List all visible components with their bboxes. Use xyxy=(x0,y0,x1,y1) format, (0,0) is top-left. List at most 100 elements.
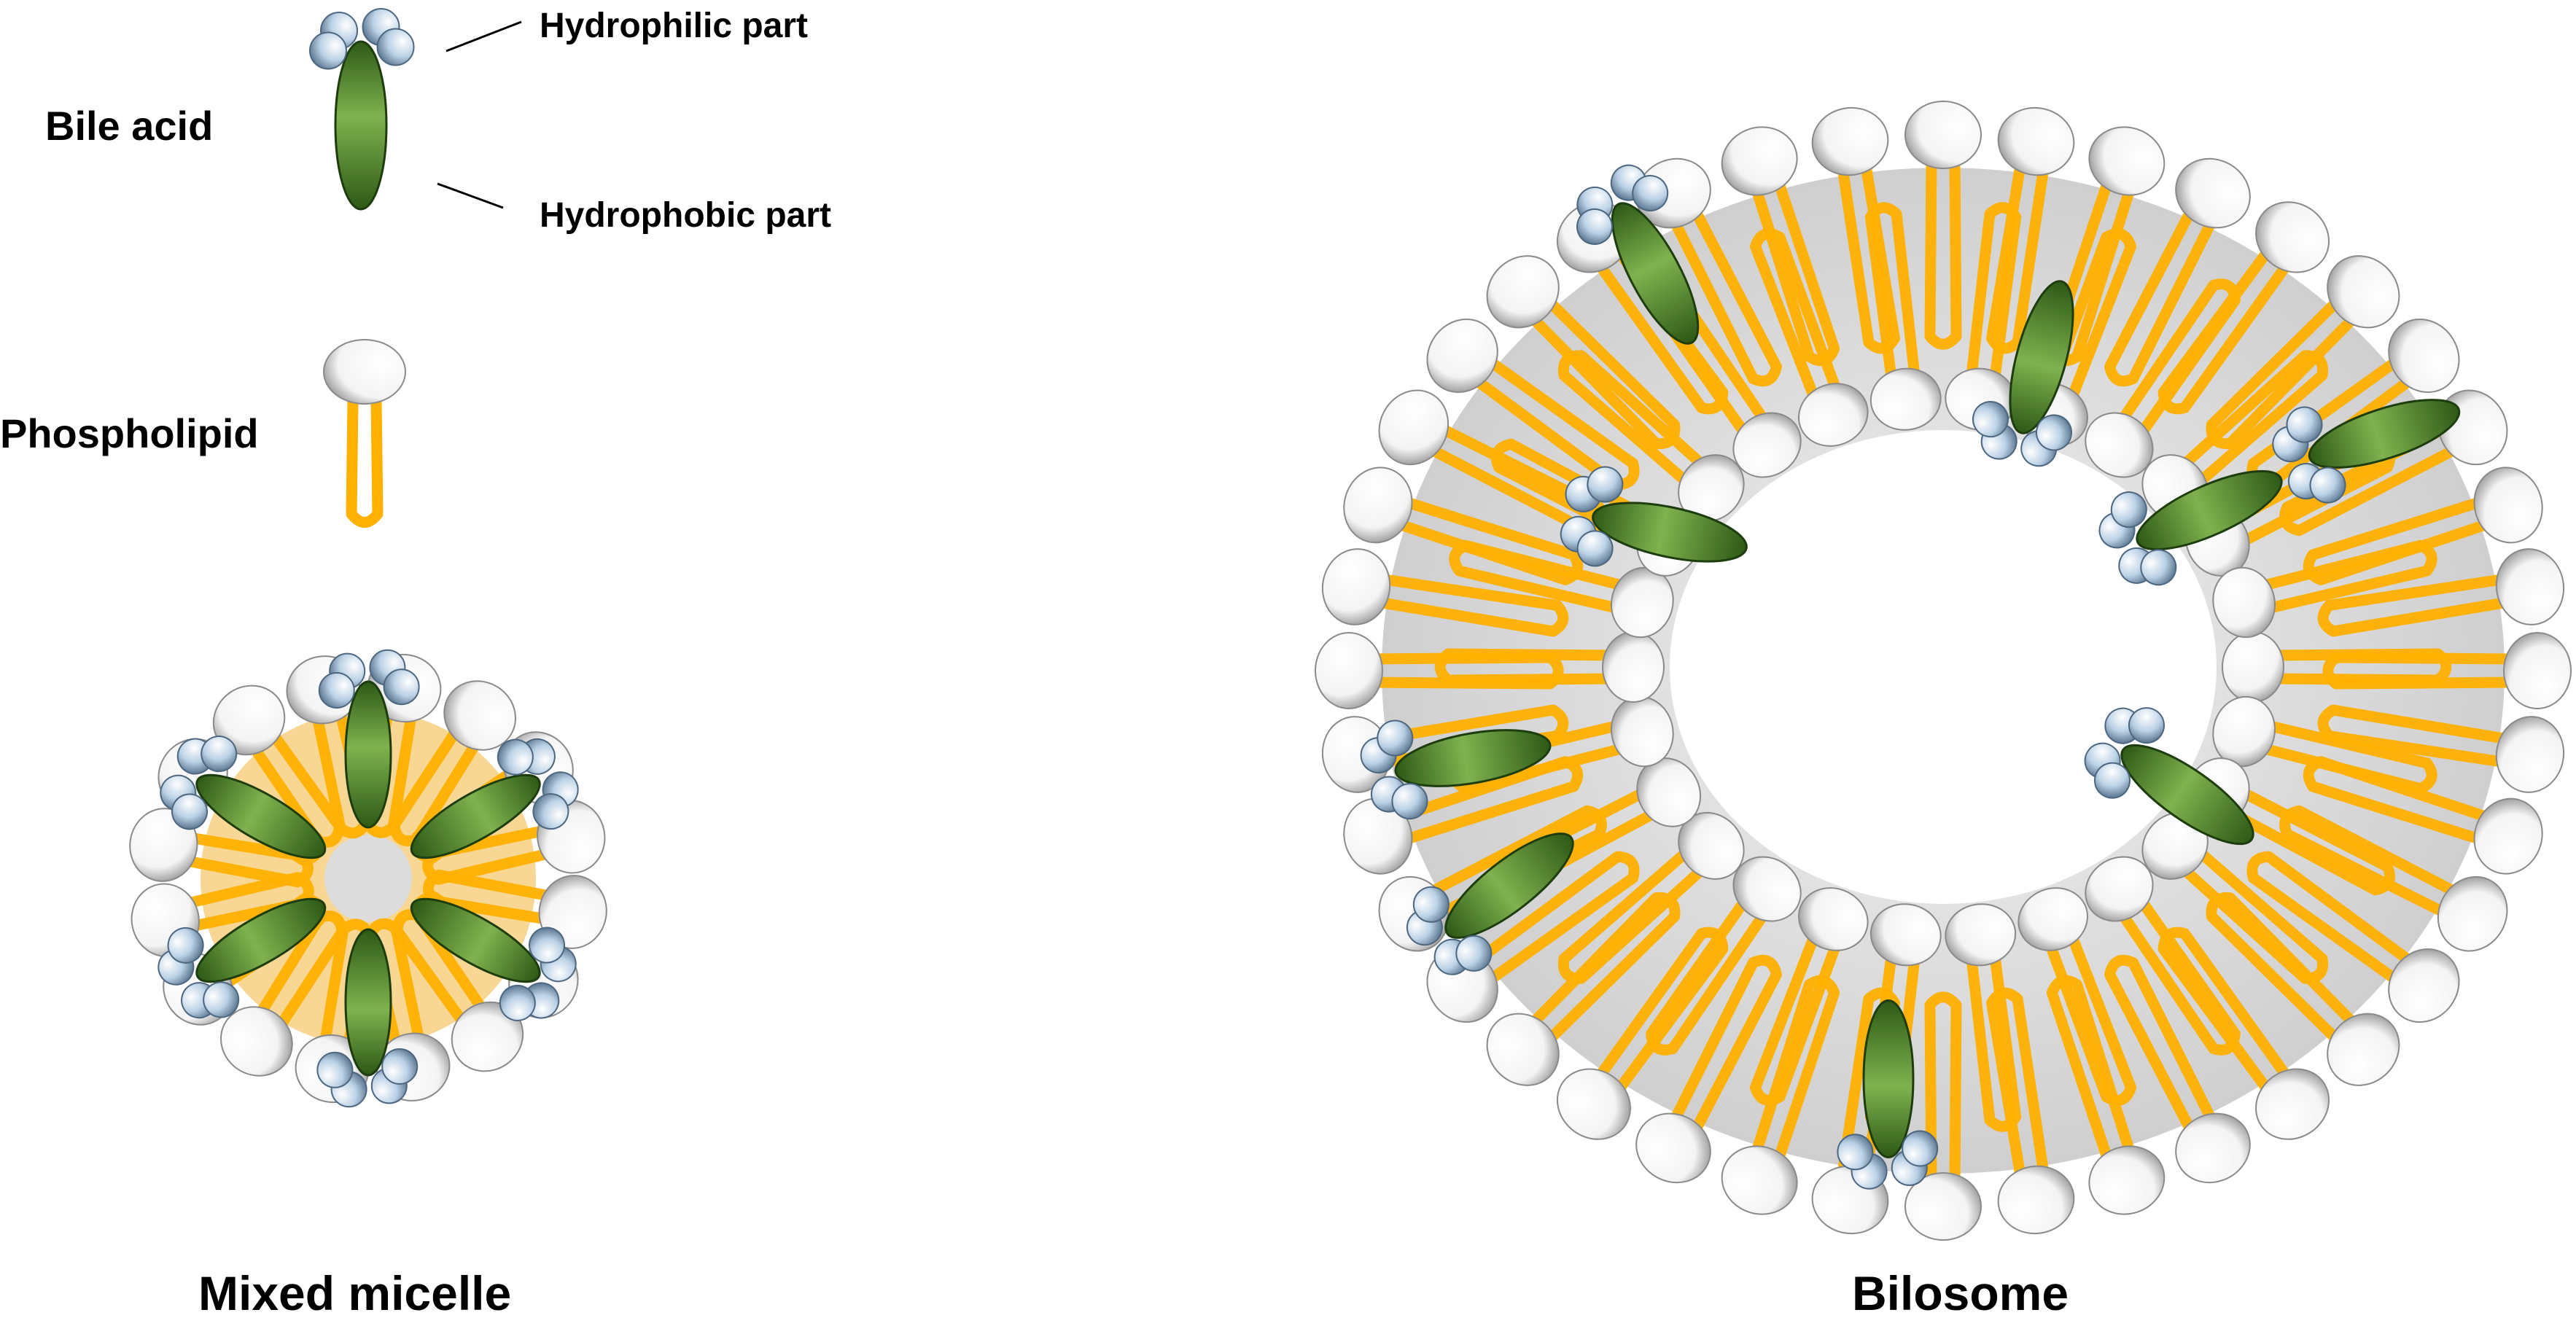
lipid-tail xyxy=(2225,786,2396,896)
hydrophilic-ball xyxy=(376,28,415,66)
bile-body xyxy=(334,40,388,211)
lipid-tail xyxy=(2256,539,2437,615)
lipid-head xyxy=(1732,412,1802,478)
lipid-head xyxy=(2212,566,2276,639)
lipid-head xyxy=(2503,632,2572,709)
hydrophilic-ball xyxy=(1902,1130,1939,1167)
mixed-micelle xyxy=(129,649,607,1108)
phospholipid xyxy=(2104,157,2251,387)
lipid-tail xyxy=(2268,648,2452,686)
lipid-head xyxy=(1869,903,1942,967)
lipid-head xyxy=(2017,887,2088,951)
hydrophilic-ball xyxy=(1391,783,1428,820)
lipid-head xyxy=(1997,1165,2075,1235)
hydrophilic-ball xyxy=(497,738,534,776)
lipid-tail xyxy=(1434,648,1618,686)
lipid-head xyxy=(1997,106,2075,176)
phospholipid xyxy=(1904,991,1982,1241)
hydrophilic-ball xyxy=(1576,208,1614,245)
hydrophilic-ball xyxy=(2093,762,2131,799)
lipid-tail xyxy=(2116,278,2241,440)
lipid-tail xyxy=(1924,152,1962,350)
hydrophilic-ball xyxy=(1972,401,2009,438)
lipid-tail xyxy=(1749,228,1842,405)
bile-acid xyxy=(1837,999,1939,1190)
bile-acid xyxy=(1406,832,1574,975)
lipid-tail xyxy=(2116,894,2241,1056)
lipid-head xyxy=(2327,1013,2400,1086)
lipid-head xyxy=(323,339,406,405)
bile-acid xyxy=(309,8,415,211)
phospholipid xyxy=(2317,704,2565,793)
lipid-head xyxy=(2327,255,2400,329)
lipid-head xyxy=(1721,126,1798,196)
bile-body xyxy=(1444,832,1574,939)
bile-body xyxy=(2009,280,2074,434)
lipid-head xyxy=(1721,1145,1798,1215)
lipid-head xyxy=(1343,467,1413,544)
lipid-head xyxy=(1904,101,1982,169)
phospholipid xyxy=(1749,228,1869,447)
hydrophilic-ball xyxy=(1587,466,1624,503)
aqueous-core xyxy=(1670,430,2217,904)
lipid-tail xyxy=(2246,851,2419,988)
bile-acid xyxy=(1360,719,1552,820)
lipid-head xyxy=(1635,1112,1711,1184)
mixed-micelle-label: Mixed micelle xyxy=(198,1266,512,1320)
lipid-tail xyxy=(1592,243,1729,415)
bile-acid xyxy=(157,897,327,1019)
bile-acid xyxy=(318,649,420,829)
bile-body xyxy=(2136,469,2283,551)
phospholipid xyxy=(1449,539,1674,639)
phospholipid xyxy=(1646,856,1802,1056)
phospholipid xyxy=(2085,278,2241,478)
bile-body xyxy=(195,773,327,859)
micelle-center xyxy=(324,835,412,922)
bile-acid xyxy=(2272,399,2461,504)
lipid-head xyxy=(1343,797,1413,875)
bile-acid xyxy=(2098,469,2283,586)
bilosome-label: Bilosome xyxy=(1852,1266,2069,1320)
lipid-head xyxy=(1732,856,1802,922)
hydrophilic-ball xyxy=(2036,414,2073,451)
legend xyxy=(309,8,522,528)
bile-acid xyxy=(2084,707,2254,846)
bilosome xyxy=(1315,101,2572,1241)
phospholipid xyxy=(2317,548,2565,637)
lipid-head xyxy=(2473,797,2543,875)
hydrophilic-ball xyxy=(171,793,208,830)
bile-body xyxy=(410,897,541,983)
lipid-head xyxy=(1486,1013,1560,1086)
bile-body xyxy=(2308,399,2461,469)
lipid-head xyxy=(2088,1145,2166,1215)
lipid-head xyxy=(2175,157,2251,229)
bile-acid xyxy=(160,736,327,859)
bile-body xyxy=(410,773,541,859)
lipid-head xyxy=(1378,389,1450,466)
hydrophilic-ball xyxy=(203,981,240,1018)
lipid-tail xyxy=(2317,573,2515,637)
lipid-head xyxy=(2085,856,2154,922)
phospholipid xyxy=(1321,548,1569,637)
bile-acid xyxy=(316,928,419,1108)
lipid-head xyxy=(2473,467,2543,544)
lipid-tail xyxy=(1668,203,1782,387)
lipid-head xyxy=(2495,548,2565,625)
bile-body xyxy=(195,897,327,983)
phospholipid xyxy=(2085,856,2241,1056)
bile-body xyxy=(344,928,392,1077)
hydrophilic-ball xyxy=(201,736,238,773)
lipid-head xyxy=(1486,255,1560,329)
hydrophilic-ball xyxy=(381,1048,419,1085)
lipid-head xyxy=(1798,383,1869,447)
bile-acid xyxy=(1560,466,1748,567)
lipid-head xyxy=(2495,716,2565,793)
lipid-head xyxy=(2085,412,2154,478)
lipid-head xyxy=(443,680,517,751)
hydrophilic-ball xyxy=(1412,886,1450,923)
phospholipid xyxy=(2157,201,2330,415)
bile-body xyxy=(2120,744,2254,846)
phospholipid xyxy=(2141,811,2329,984)
lipid-head xyxy=(1602,631,1665,703)
phospholipid xyxy=(1635,954,1782,1184)
